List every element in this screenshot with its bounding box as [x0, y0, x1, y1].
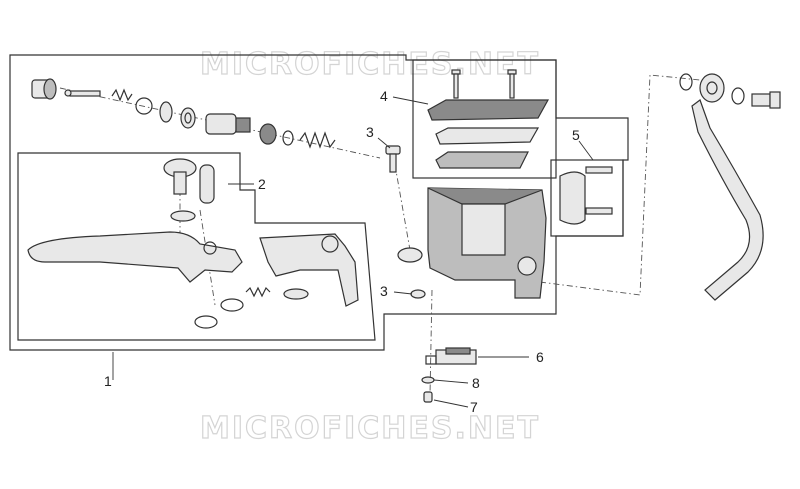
o-ring-part: [282, 130, 294, 146]
banjo-washer-right-part: [731, 87, 745, 105]
callout-4: 4: [380, 88, 388, 104]
brake-switch-part: [425, 347, 477, 365]
watermark-bottom: MICROFICHES.NET: [200, 411, 540, 446]
piston-seal-part: [259, 123, 277, 145]
leader-lines: [112, 96, 594, 408]
lever-adjuster-part: [259, 233, 359, 307]
piston-part: [205, 113, 251, 135]
lever-circlip-lower-part: [194, 315, 218, 329]
return-spring-part: [299, 131, 336, 149]
callout-7: 7: [470, 399, 478, 415]
circlip-part: [135, 97, 153, 115]
centerline-banjo: [539, 74, 701, 296]
clamp-screw-lower-part: [585, 207, 613, 215]
cap-screw-left-part: [451, 69, 461, 99]
banjo-bolt-part: [751, 91, 781, 109]
pivot-bolt-part: [163, 158, 197, 195]
assembly-frame-4: [412, 59, 557, 179]
nut-3-lower-part: [410, 289, 426, 299]
master-cylinder-body: [397, 187, 547, 299]
washer-part: [180, 107, 196, 129]
switch-washer-part: [421, 376, 435, 384]
callout-8: 8: [472, 375, 480, 391]
adjuster-washer-part: [283, 288, 309, 300]
brake-hose-part: [691, 99, 764, 301]
assembly-frame-2: [17, 152, 376, 341]
callout-1: 1: [104, 373, 112, 389]
callout-5: 5: [572, 127, 580, 143]
clamp-screw-upper-part: [585, 166, 613, 174]
dust-cap-part: [31, 78, 57, 100]
watermark-top: MICROFICHES.NET: [200, 47, 540, 82]
assembly-frame-5: [550, 159, 624, 237]
brake-lever-part: [27, 231, 243, 283]
switch-screw-part: [423, 391, 433, 403]
cap-gasket-part: [435, 151, 529, 169]
reservoir-cap-part: [427, 99, 550, 121]
banjo-fitting-part: [699, 73, 725, 103]
push-rod-part: [64, 89, 101, 97]
screw-3-upper-part: [385, 145, 401, 173]
centerline-screw-3: [394, 164, 411, 251]
callout-6: 6: [536, 349, 544, 365]
pivot-washer-part: [170, 210, 196, 222]
spring-small-part: [111, 88, 133, 102]
callout-3-upper: 3: [366, 124, 374, 140]
callout-2: 2: [258, 176, 266, 192]
centerline-lever-pivot: [179, 190, 216, 306]
lever-circlip-upper-part: [220, 298, 244, 312]
banjo-washer-left-part: [679, 73, 693, 91]
clamp-bracket-part: [559, 171, 586, 225]
callout-3-lower: 3: [380, 283, 388, 299]
pivot-bushing-part: [199, 164, 215, 204]
centerline-switch: [429, 289, 433, 396]
adjuster-spring-part: [245, 286, 271, 298]
cap-screw-right-part: [507, 69, 517, 99]
seal-part: [159, 101, 173, 123]
cap-plate-part: [435, 127, 540, 145]
